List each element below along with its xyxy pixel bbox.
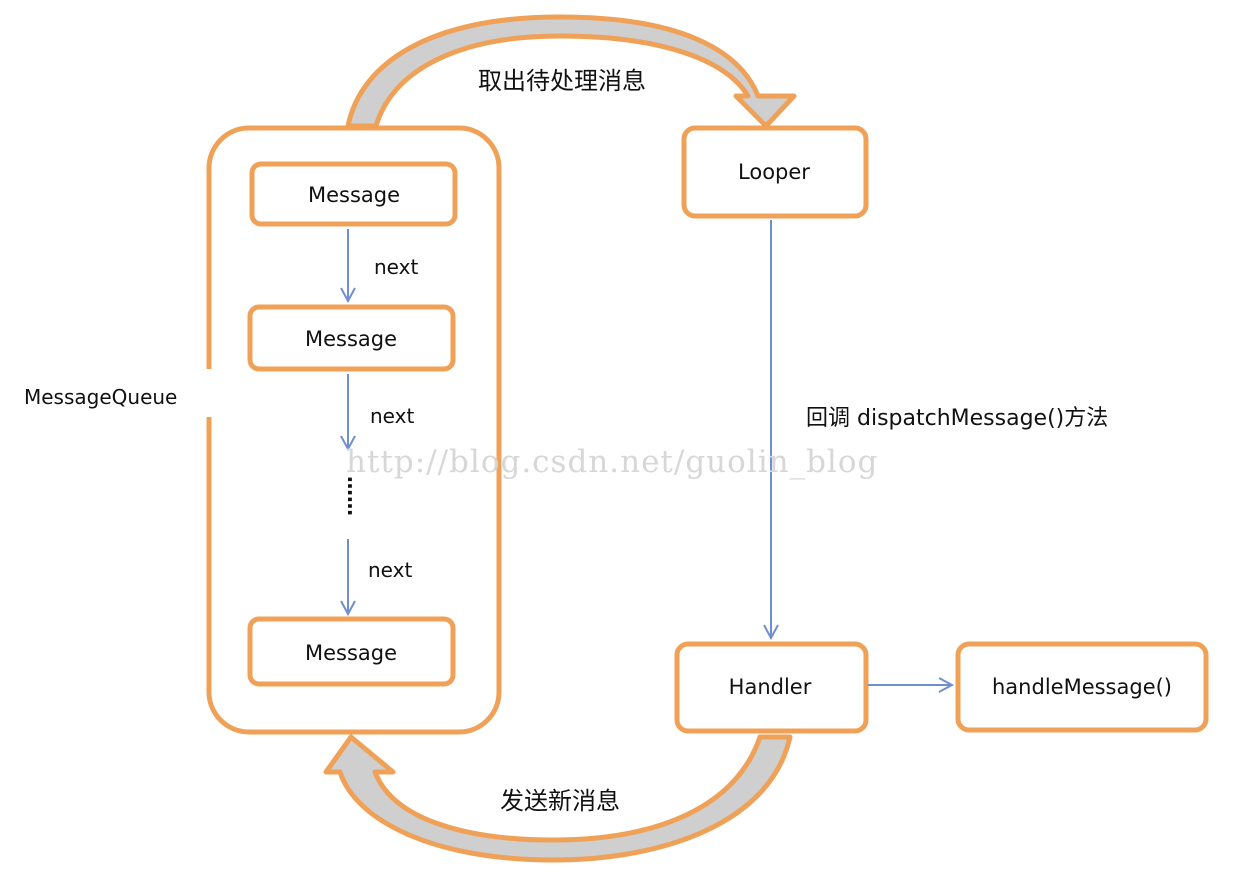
handler-label: Handler [729,675,812,699]
looper-label: Looper [738,160,810,184]
messagequeue-container [206,125,502,735]
next-arrowhead-2 [340,435,356,452]
message-box-3 [247,616,456,687]
handler-box [674,641,869,734]
top-curved-arrow [345,14,797,129]
messagequeue-label: MessageQueue [24,385,177,409]
next-arrowhead-3 [340,600,356,617]
bottom-curved-arrow [323,734,793,863]
top-arrow-label: 取出待处理消息 [478,67,646,95]
next-arrowhead-1 [340,287,356,304]
handlemessage-box [955,641,1209,733]
message-label-2: Message [305,327,397,351]
callback-label: 回调 dispatchMessage()方法 [806,406,1108,431]
next-label-1: next [374,255,418,279]
bottom-arrow-label: 发送新消息 [500,787,620,815]
handlemessage-label: handleMessage() [992,675,1172,699]
handler-to-handlemessage-arrowhead [938,677,955,693]
next-label-2: next [370,404,414,428]
csdn-watermark: http://blog.csdn.net/guolin_blog [346,444,878,480]
message-box-2 [247,304,456,372]
message-label-1: Message [308,183,400,207]
looper-box [681,125,869,219]
looper-to-handler-arrowhead [763,624,779,641]
next-label-3: next [368,558,412,582]
message-ellipsis: …… [343,476,367,516]
queue-label-gap [205,369,215,417]
message-box-1 [249,161,458,227]
message-label-3: Message [305,641,397,665]
